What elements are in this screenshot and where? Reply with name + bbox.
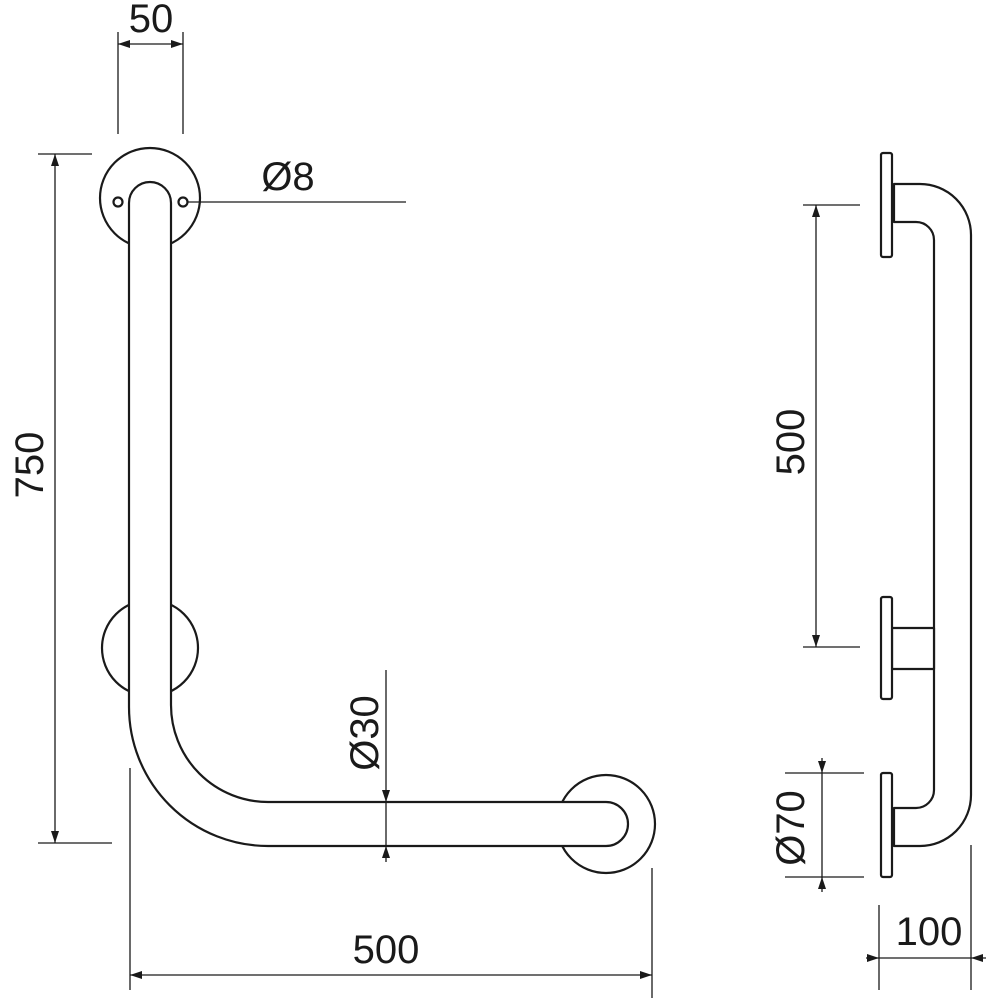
mounting-hole-left	[112, 196, 124, 208]
dimension-hole-diameter-label: Ø8	[261, 155, 314, 199]
dimension-500-side: 500	[769, 204, 860, 648]
dimension-plate-diameter-label: Ø70	[769, 790, 813, 866]
dimension-750: 750	[8, 153, 112, 844]
dimension-tube-diameter: Ø30	[343, 670, 390, 862]
dimension-hole-diameter: Ø8	[187, 155, 406, 203]
dimension-500-side-label: 500	[769, 409, 813, 476]
dimension-50: 50	[117, 0, 184, 134]
dimension-100-label: 100	[896, 910, 963, 954]
dimension-50-label: 50	[129, 0, 174, 41]
side-plate-middle	[879, 595, 894, 701]
dimension-plate-diameter: Ø70	[769, 758, 864, 892]
side-standoff	[890, 626, 936, 671]
side-plate-top	[879, 151, 894, 259]
dimension-100: 100	[866, 845, 986, 990]
dimension-tube-diameter-label: Ø30	[343, 695, 387, 771]
side-tube-profile	[892, 182, 973, 848]
dimension-500-length: 500	[129, 768, 653, 998]
front-view	[98, 146, 657, 875]
side-view	[879, 151, 973, 879]
dimension-500-length-label: 500	[353, 928, 420, 972]
l-shaped-tube	[127, 180, 630, 848]
mounting-hole-right	[177, 196, 189, 208]
dimension-750-label: 750	[8, 432, 52, 499]
side-plate-bottom	[879, 771, 894, 879]
